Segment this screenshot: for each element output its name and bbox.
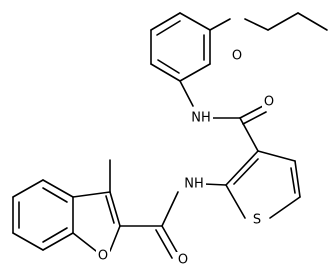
bond xyxy=(233,158,259,185)
amide-nh-top-label: NH xyxy=(191,111,211,126)
bond xyxy=(157,59,180,74)
bond xyxy=(267,12,299,31)
bond xyxy=(42,179,74,198)
bond xyxy=(225,150,259,186)
bond xyxy=(203,183,227,186)
bond xyxy=(105,195,115,224)
bond xyxy=(42,187,68,203)
amide-carbonyl-oxygen-bottom-label: O xyxy=(178,253,188,268)
amide-carbonyl-oxygen-right-label: O xyxy=(264,95,274,110)
bond xyxy=(150,12,181,31)
bond xyxy=(239,105,264,119)
ether-oxygen: O xyxy=(230,48,244,64)
amide-nh-top: NH xyxy=(189,110,213,126)
bond xyxy=(239,117,259,152)
bond xyxy=(72,232,97,252)
bond xyxy=(225,184,246,219)
amide-nh-middle-label: NH xyxy=(184,177,204,192)
bond xyxy=(242,111,267,125)
bond xyxy=(161,191,179,227)
bond xyxy=(109,225,121,252)
amide-nh-middle: NH xyxy=(182,176,206,192)
bond xyxy=(12,232,44,251)
atom-labels: O NH O NH S O O xyxy=(96,48,276,268)
bond xyxy=(155,229,173,259)
furan-oxygen-label: O xyxy=(98,249,108,264)
bond xyxy=(156,20,181,36)
bond xyxy=(209,18,231,31)
amide-carbonyl-oxygen-bottom: O xyxy=(176,252,190,268)
bond xyxy=(269,196,301,219)
bond xyxy=(161,225,179,255)
bond xyxy=(72,191,111,198)
amide-carbonyl-oxygen-right: O xyxy=(262,94,276,110)
bond xyxy=(257,150,296,162)
bond xyxy=(244,18,269,31)
bond xyxy=(12,179,44,198)
thiophene-sulfur: S xyxy=(250,212,264,228)
bond xyxy=(297,12,328,31)
bond xyxy=(290,167,296,194)
bond xyxy=(42,232,74,251)
bond xyxy=(109,191,121,227)
bond xyxy=(179,80,194,107)
bond xyxy=(42,227,68,243)
thiophene-sulfur-label: S xyxy=(253,213,261,228)
bond xyxy=(179,12,211,31)
bond-lines xyxy=(12,12,328,259)
furan-oxygen: O xyxy=(96,248,110,264)
bond xyxy=(179,63,211,82)
bond xyxy=(150,63,181,82)
bond xyxy=(294,160,301,198)
ether-oxygen-label: O xyxy=(232,49,242,64)
